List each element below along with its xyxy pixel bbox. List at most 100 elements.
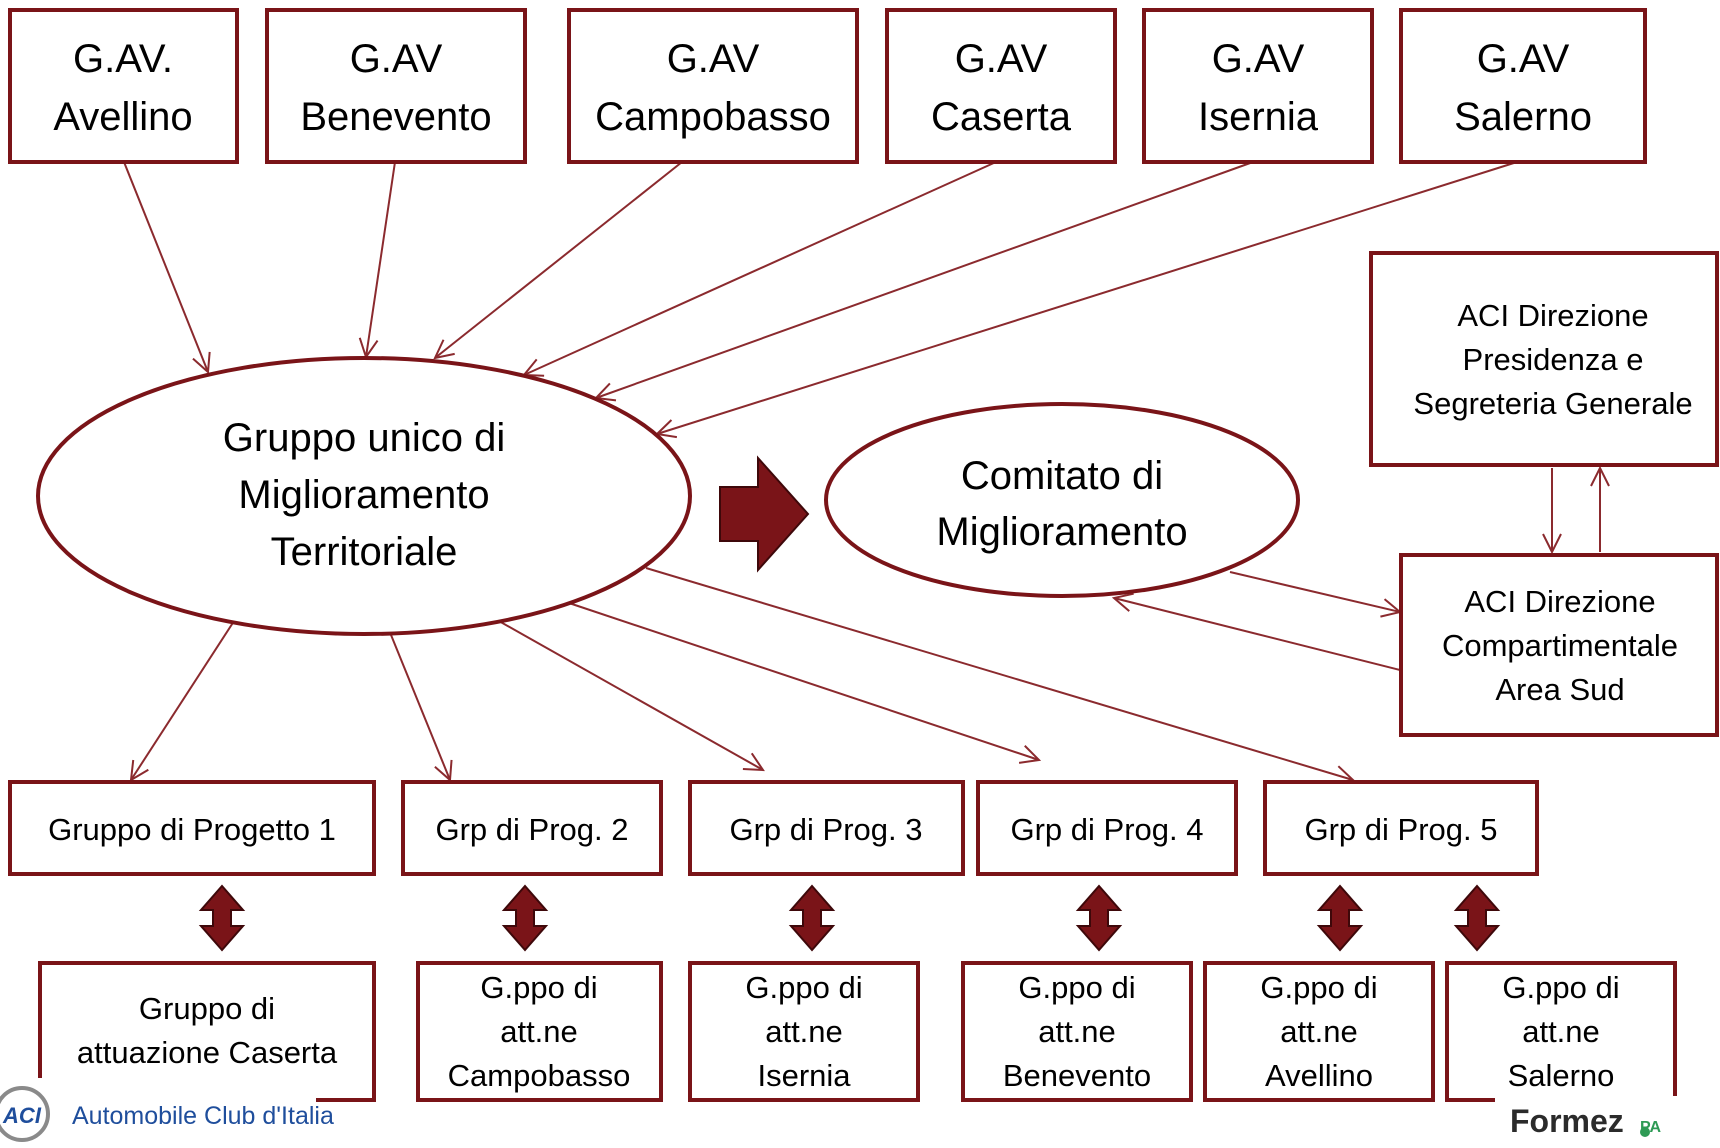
arrow-avellino-to-central xyxy=(123,161,211,375)
formez-logo-dot xyxy=(1640,1127,1650,1137)
aci-compartimentale-line3: Area Sud xyxy=(1495,672,1624,707)
gav-salerno-line2: Salerno xyxy=(1454,95,1592,139)
arrow-isernia-to-central xyxy=(593,161,1254,402)
connectors xyxy=(123,161,1610,785)
attuazione-boxes: Gruppo di attuazione Caserta G.ppo di at… xyxy=(38,961,1677,1102)
double-arrow-2 xyxy=(501,884,549,952)
aci-logo-text: ACI xyxy=(2,1103,42,1128)
central-line2: Miglioramento xyxy=(238,473,489,517)
gav-campobasso-line1: G.AV xyxy=(667,37,760,81)
arrow-comitato-to-compartimentale xyxy=(1229,571,1403,618)
big-right-arrow xyxy=(719,455,810,573)
attuazione-salerno-line2: att.ne xyxy=(1522,1014,1600,1049)
progetto-2-label: Grp di Prog. 2 xyxy=(436,812,629,847)
attuazione-campobasso-line3: Campobasso xyxy=(448,1058,631,1093)
progetto-5-label: Grp di Prog. 5 xyxy=(1305,812,1498,847)
attuazione-caserta-line1: Gruppo di xyxy=(139,991,275,1026)
progetto-box-1: Gruppo di Progetto 1 xyxy=(8,780,376,876)
attuazione-benevento-line1: G.ppo di xyxy=(1018,970,1135,1005)
progetto-boxes: Gruppo di Progetto 1 Grp di Prog. 2 Grp … xyxy=(8,780,1539,876)
aci-footer-logo: ACI Automobile Club d'Italia xyxy=(0,1078,334,1143)
arrow-central-to-progetto-4 xyxy=(559,599,1042,764)
arrow-salerno-to-central xyxy=(654,161,1518,439)
aci-compartimentale-box: ACI Direzione Compartimentale Area Sud xyxy=(1399,553,1719,737)
progetto-3-label: Grp di Prog. 3 xyxy=(730,812,923,847)
attuazione-avellino-line1: G.ppo di xyxy=(1260,970,1377,1005)
aci-logo-emblem xyxy=(0,1086,50,1142)
double-arrow-6 xyxy=(1453,884,1501,952)
aci-presidenza-box: ACI Direzione Presidenza e Segreteria Ge… xyxy=(1369,251,1719,467)
aci-presidenza-line3: Segreteria Generale xyxy=(1413,386,1692,421)
gav-isernia-line2: Isernia xyxy=(1198,95,1319,139)
attuazione-avellino-line2: att.ne xyxy=(1280,1014,1358,1049)
comitato-line1: Comitato di xyxy=(961,454,1163,498)
double-arrow-4 xyxy=(1075,884,1123,952)
progetto-box-4: Grp di Prog. 4 xyxy=(976,780,1238,876)
arrow-central-to-progetto-1 xyxy=(129,617,237,782)
gav-salerno-line1: G.AV xyxy=(1477,37,1570,81)
attuazione-box-salerno: G.ppo di att.ne Salerno xyxy=(1445,961,1677,1102)
arrow-compartimentale-to-comitato xyxy=(1111,592,1401,671)
gav-box-campobasso: G.AV Campobasso xyxy=(567,8,859,164)
aci-presidenza-line1: ACI Direzione xyxy=(1457,298,1648,333)
gav-caserta-line1: G.AV xyxy=(955,37,1048,81)
double-arrow-3 xyxy=(788,884,836,952)
arrow-central-to-progetto-5 xyxy=(645,567,1356,785)
formez-logo-sub: PA xyxy=(1640,1119,1661,1136)
gav-benevento-line2: Benevento xyxy=(300,95,491,139)
gav-box-caserta: G.AV Caserta xyxy=(885,8,1117,164)
arrow-central-to-progetto-3 xyxy=(489,615,765,772)
gav-benevento-line1: G.AV xyxy=(350,37,443,81)
progetto-box-5: Grp di Prog. 5 xyxy=(1263,780,1539,876)
central-ellipse: Gruppo unico di Miglioramento Territoria… xyxy=(36,356,692,636)
gav-box-avellino: G.AV. Avellino xyxy=(8,8,239,164)
gav-isernia-line1: G.AV xyxy=(1212,37,1305,81)
progetto-box-3: Grp di Prog. 3 xyxy=(688,780,965,876)
attuazione-box-campobasso: G.ppo di att.ne Campobasso xyxy=(416,961,663,1102)
attuazione-box-benevento: G.ppo di att.ne Benevento xyxy=(961,961,1193,1102)
comitato-line2: Miglioramento xyxy=(936,510,1187,554)
attuazione-isernia-line1: G.ppo di xyxy=(745,970,862,1005)
attuazione-campobasso-line1: G.ppo di xyxy=(480,970,597,1005)
double-arrow-1 xyxy=(198,884,246,952)
gav-avellino-line1: G.AV. xyxy=(73,37,173,81)
attuazione-isernia-line3: Isernia xyxy=(757,1058,851,1093)
attuazione-box-caserta: Gruppo di attuazione Caserta xyxy=(38,961,376,1102)
arrow-central-to-progetto-2 xyxy=(388,629,453,783)
formez-pa-logo: Formez PA xyxy=(1495,1096,1720,1143)
gav-campobasso-line2: Campobasso xyxy=(595,95,831,139)
aci-compartimentale-line1: ACI Direzione xyxy=(1464,584,1655,619)
central-line3: Territoriale xyxy=(271,530,458,574)
double-arrow-5 xyxy=(1316,884,1364,952)
gav-avellino-line2: Avellino xyxy=(53,95,192,139)
attuazione-isernia-line2: att.ne xyxy=(765,1014,843,1049)
gav-boxes: G.AV. Avellino G.AV Benevento G.AV Campo… xyxy=(8,8,1647,164)
central-line1: Gruppo unico di xyxy=(223,416,505,460)
attuazione-caserta-line2: attuazione Caserta xyxy=(77,1035,338,1070)
gav-box-isernia: G.AV Isernia xyxy=(1142,8,1374,164)
attuazione-box-isernia: G.ppo di att.ne Isernia xyxy=(688,961,920,1102)
formez-logo-main: Formez xyxy=(1510,1103,1624,1139)
gav-box-benevento: G.AV Benevento xyxy=(265,8,527,164)
attuazione-benevento-line2: att.ne xyxy=(1038,1014,1116,1049)
aci-name-text: Automobile Club d'Italia xyxy=(72,1102,334,1130)
gav-box-salerno: G.AV Salerno xyxy=(1399,8,1647,164)
attuazione-avellino-line3: Avellino xyxy=(1265,1058,1373,1093)
progetto-4-label: Grp di Prog. 4 xyxy=(1011,812,1204,847)
aci-presidenza-line2: Presidenza e xyxy=(1463,342,1644,377)
progetto-1-label: Gruppo di Progetto 1 xyxy=(48,812,336,847)
double-arrows xyxy=(198,884,1501,952)
attuazione-box-avellino: G.ppo di att.ne Avellino xyxy=(1203,961,1435,1102)
aci-compartimentale-line2: Compartimentale xyxy=(1442,628,1678,663)
arrow-caserta-to-central xyxy=(521,161,997,377)
gav-caserta-line2: Caserta xyxy=(931,95,1072,139)
arrow-campobasso-to-central xyxy=(433,161,683,360)
attuazione-salerno-line3: Salerno xyxy=(1508,1058,1615,1093)
attuazione-campobasso-line2: att.ne xyxy=(500,1014,578,1049)
attuazione-salerno-line1: G.ppo di xyxy=(1502,970,1619,1005)
progetto-box-2: Grp di Prog. 2 xyxy=(401,780,663,876)
attuazione-benevento-line3: Benevento xyxy=(1003,1058,1151,1093)
comitato-ellipse: Comitato di Miglioramento xyxy=(824,402,1300,598)
